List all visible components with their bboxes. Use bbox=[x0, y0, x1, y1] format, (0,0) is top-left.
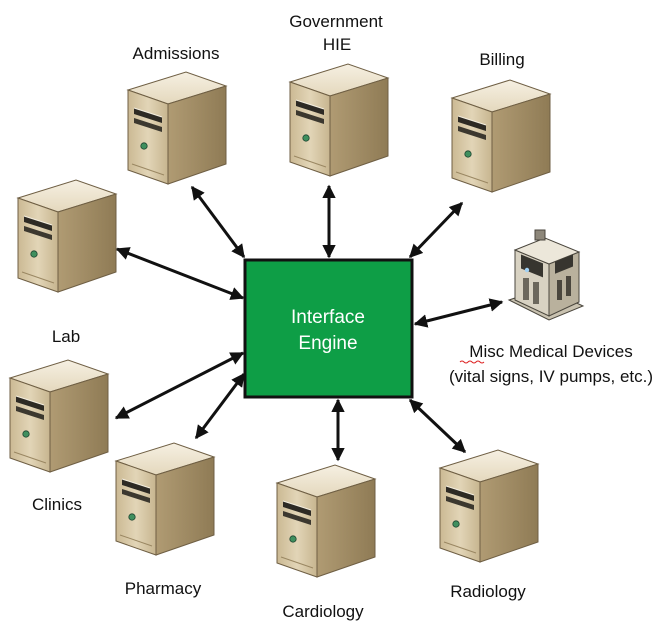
engine-label-line2: Engine bbox=[298, 333, 357, 354]
interface-engine: Interface Engine bbox=[243, 258, 414, 399]
label-lab: Lab bbox=[52, 327, 80, 346]
label-radiology: Radiology bbox=[450, 582, 526, 601]
arrow-misc-devices bbox=[413, 298, 504, 328]
arrow-radiology bbox=[408, 398, 467, 454]
label-government-line2: HIE bbox=[323, 35, 351, 54]
arrow-admissions bbox=[190, 185, 246, 259]
lab-server-icon bbox=[17, 179, 117, 293]
label-misc-devices-line1: Misc Medical Devices bbox=[469, 342, 632, 361]
clinics-server-icon bbox=[9, 359, 109, 473]
medical-device-icon bbox=[507, 229, 585, 321]
connection-arrows bbox=[114, 184, 504, 462]
label-cardiology: Cardiology bbox=[282, 602, 364, 621]
label-billing: Billing bbox=[479, 50, 524, 69]
interface-engine-box bbox=[243, 258, 414, 399]
arrow-lab bbox=[115, 247, 245, 300]
government-hie-server-icon bbox=[289, 63, 389, 177]
arrow-clinics bbox=[114, 351, 245, 420]
pharmacy-server-icon bbox=[115, 442, 215, 556]
spellcheck-underline bbox=[459, 360, 485, 364]
label-misc-devices-line2: (vital signs, IV pumps, etc.) bbox=[449, 367, 653, 386]
label-government-line1: Government bbox=[289, 12, 383, 31]
label-admissions: Admissions bbox=[133, 44, 220, 63]
billing-server-icon bbox=[451, 79, 551, 193]
engine-label-line1: Interface bbox=[291, 307, 365, 328]
label-pharmacy: Pharmacy bbox=[125, 579, 202, 598]
cardiology-server-icon bbox=[276, 464, 376, 578]
radiology-server-icon bbox=[439, 449, 539, 563]
arrow-billing bbox=[408, 201, 464, 259]
admissions-server-icon bbox=[127, 71, 227, 185]
arrow-pharmacy bbox=[194, 372, 246, 440]
label-clinics: Clinics bbox=[32, 495, 82, 514]
